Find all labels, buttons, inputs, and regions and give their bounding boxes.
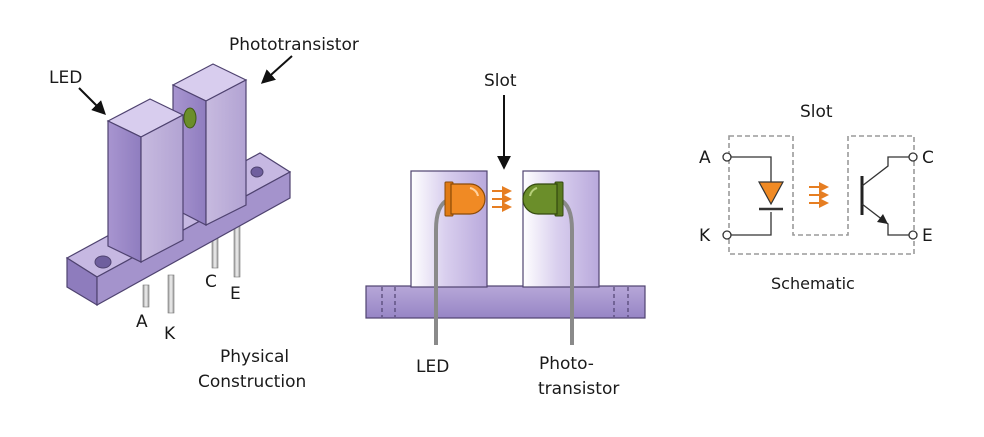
physical-caption-line2: Construction bbox=[198, 372, 306, 392]
pin-a bbox=[142, 284, 150, 308]
schematic: Slot A K C E Schematic bbox=[699, 102, 934, 293]
cross-section: Slot LED Photo- transistor bbox=[365, 71, 646, 399]
pin-k bbox=[167, 274, 175, 314]
schematic-terminal-k bbox=[722, 230, 732, 240]
schematic-emitter-wire bbox=[861, 203, 909, 236]
cross-light-arrows bbox=[492, 186, 512, 212]
physical-pin-k-label: K bbox=[164, 324, 176, 344]
schematic-caption: Schematic bbox=[771, 274, 855, 293]
pin-e bbox=[233, 224, 241, 278]
phototransistor-window bbox=[183, 107, 197, 129]
schematic-terminal-e bbox=[908, 230, 918, 240]
led-callout-arrow bbox=[78, 87, 106, 115]
schematic-pin-k-label: K bbox=[699, 226, 711, 246]
cross-photo-label-line2: transistor bbox=[538, 379, 619, 399]
physical-pin-e-label: E bbox=[230, 284, 241, 304]
physical-phototransistor-label: Phototransistor bbox=[229, 35, 359, 55]
cross-photo-component bbox=[522, 181, 564, 217]
cross-led-component bbox=[444, 181, 486, 217]
cross-led-label: LED bbox=[416, 357, 449, 377]
physical-construction: LED Phototransistor A K C E Physical Con… bbox=[49, 35, 359, 392]
cross-photo-label-line1: Photo- bbox=[539, 354, 594, 374]
schematic-pin-a-label: A bbox=[699, 148, 711, 168]
cross-slot-label: Slot bbox=[484, 71, 517, 91]
physical-pin-c-label: C bbox=[205, 272, 217, 292]
mounting-hole-front bbox=[94, 255, 112, 269]
phototransistor-callout-arrow bbox=[260, 55, 293, 84]
schematic-collector-wire bbox=[861, 156, 909, 187]
photo-tower-side bbox=[205, 79, 247, 226]
schematic-terminal-c bbox=[908, 152, 918, 162]
mounting-hole-back bbox=[250, 166, 264, 178]
schematic-diode-symbol bbox=[757, 181, 785, 206]
physical-pin-a-label: A bbox=[136, 312, 148, 332]
schematic-pin-c-label: C bbox=[922, 148, 934, 168]
schematic-dashed-outline bbox=[728, 135, 915, 255]
led-tower-side bbox=[140, 114, 184, 263]
physical-caption-line1: Physical bbox=[220, 347, 289, 367]
schematic-emitter-arrow bbox=[877, 214, 888, 224]
schematic-terminal-a bbox=[722, 152, 732, 162]
cross-base bbox=[365, 285, 646, 319]
physical-led-label: LED bbox=[49, 68, 82, 88]
schematic-light-arrows bbox=[809, 182, 829, 208]
led-tower-front bbox=[107, 120, 142, 263]
schematic-pin-e-label: E bbox=[922, 226, 933, 246]
schematic-wire-k bbox=[731, 212, 772, 236]
schematic-slot-label: Slot bbox=[800, 102, 833, 122]
schematic-wire-a bbox=[731, 156, 772, 182]
